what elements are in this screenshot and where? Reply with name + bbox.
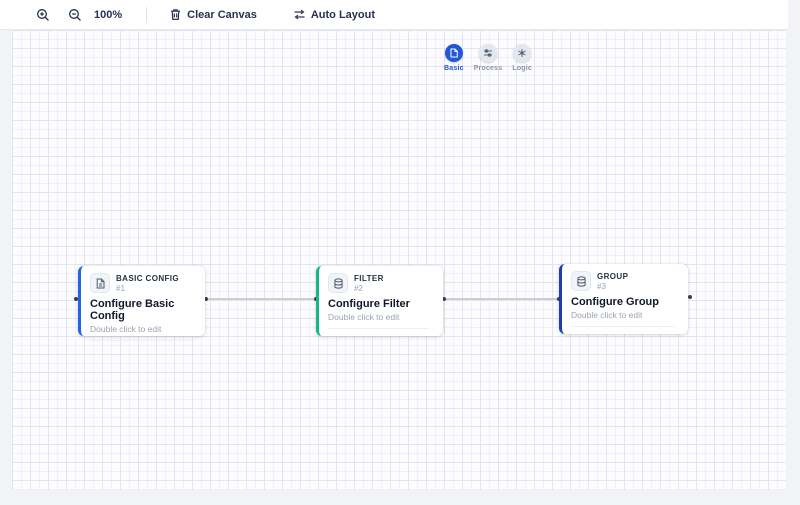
zoom-out-icon [68,8,82,22]
palette-item-logic[interactable]: Logic [512,44,532,72]
node-type-label: GROUP [597,271,629,281]
node-divider [328,328,429,329]
auto-layout-label: Auto Layout [310,8,376,21]
node-hint: Double click to edit [328,312,400,322]
edge-node1-node2 [208,298,315,300]
palette-label-process: Process [473,65,503,72]
node-meta: FILTER #2 [354,274,384,293]
palette-label-basic: Basic [444,65,464,72]
asterisk-gear-icon [513,44,532,62]
node-palette: Basic Process Logic [444,44,532,72]
node-type-label: FILTER [354,273,384,283]
node-index-label: #3 [597,281,606,291]
node-header: GROUP #3 [571,271,678,291]
node-index-label: #1 [116,283,125,293]
connection-port-node1-right[interactable] [204,297,208,301]
toolbar-separator [146,6,148,23]
node-card-filter[interactable]: FILTER #2 Configure Filter Double click … [316,266,443,336]
workflow-canvas[interactable]: Basic Process Logic [12,30,786,490]
zoom-in-button[interactable] [30,4,56,26]
node-header: BASIC CONFIG #1 [90,273,195,293]
file-icon [90,273,110,293]
clear-canvas-label: Clear Canvas [187,8,257,21]
node-index-label: #2 [354,283,363,293]
node-title: Configure Filter [328,298,410,310]
database-icon [328,273,348,293]
node-divider [90,340,191,341]
zoom-level-value: 100% [94,8,123,21]
trash-icon [169,8,182,21]
connection-port-node1-left[interactable] [74,297,78,301]
database-icon [571,271,591,291]
edge-node2-node3 [446,298,558,300]
node-meta: BASIC CONFIG #1 [116,274,179,293]
node-divider [571,326,674,327]
node-header: FILTER #2 [328,273,433,293]
clear-canvas-button[interactable]: Clear Canvas [163,4,263,25]
connection-port-node3-right[interactable] [688,295,692,299]
auto-layout-icon [293,8,306,21]
node-title: Configure Group [571,296,659,308]
node-card-basic-config[interactable]: BASIC CONFIG #1 Configure Basic Config D… [78,266,205,341]
toolbar: 100% Clear Canvas Auto Layout [0,0,788,30]
palette-label-logic: Logic [512,65,533,72]
sliders-icon [479,44,498,62]
node-hint: Double click to edit [571,310,643,320]
palette-item-basic[interactable]: Basic [444,44,464,72]
zoom-out-button[interactable] [62,4,88,26]
node-card-group[interactable]: GROUP #3 Configure Group Double click to… [559,264,688,334]
document-icon [444,44,463,62]
auto-layout-button[interactable]: Auto Layout [287,4,381,25]
node-title: Configure Basic Config [90,298,175,322]
zoom-in-icon [36,8,50,22]
connection-port-node2-right[interactable] [442,297,446,301]
node-hint: Double click to edit [90,324,162,334]
palette-item-process[interactable]: Process [474,44,503,72]
node-meta: GROUP #3 [597,272,628,291]
node-type-label: BASIC CONFIG [116,273,180,283]
